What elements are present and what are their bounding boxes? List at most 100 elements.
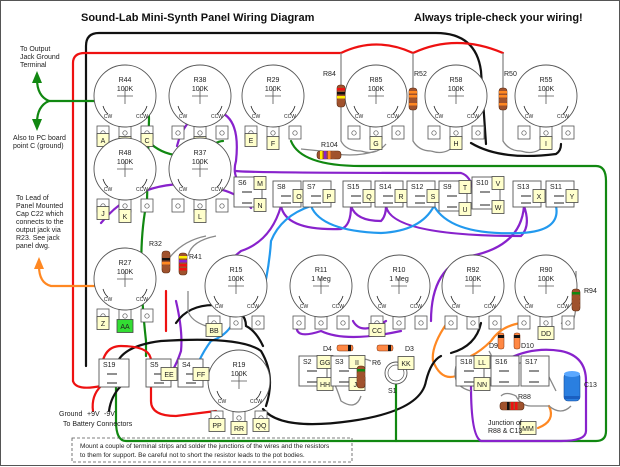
svg-text:To Battery Connectors: To Battery Connectors bbox=[63, 421, 133, 428]
svg-text:Q: Q bbox=[366, 194, 372, 201]
svg-text:CW: CW bbox=[179, 187, 188, 193]
svg-text:R50: R50 bbox=[504, 71, 517, 78]
arrow-down-icon bbox=[32, 119, 42, 131]
svg-text:L: L bbox=[198, 214, 202, 221]
svg-text:D9: D9 bbox=[489, 343, 498, 350]
switch-id: S18 bbox=[460, 359, 473, 366]
svg-text:output jack via: output jack via bbox=[16, 227, 61, 234]
wire-red-plus9 bbox=[91, 384, 103, 413]
svg-text:panel dwg.: panel dwg. bbox=[16, 243, 50, 250]
terminal-label: S bbox=[426, 189, 440, 203]
svg-text:R84: R84 bbox=[323, 71, 336, 78]
svg-text:U: U bbox=[462, 207, 467, 214]
svg-text:R94: R94 bbox=[584, 288, 597, 295]
svg-text:V: V bbox=[496, 181, 501, 188]
footer-box bbox=[71, 437, 353, 463]
svg-text:S: S bbox=[431, 194, 436, 201]
terminal-label: N bbox=[253, 198, 267, 212]
terminal-label: P bbox=[322, 189, 336, 203]
svg-text:PP: PP bbox=[212, 423, 222, 430]
arrow-up-icon bbox=[32, 71, 42, 83]
terminal-label: C bbox=[140, 133, 154, 147]
svg-text:CC: CC bbox=[372, 328, 382, 335]
switch-id: S9 bbox=[443, 184, 452, 191]
terminal-label: LL bbox=[473, 355, 491, 369]
wire-black-r92 bbox=[449, 321, 483, 355]
svg-text:KK: KK bbox=[401, 361, 411, 368]
terminal-label: PP bbox=[208, 418, 226, 432]
switch-id: S8 bbox=[277, 184, 286, 191]
svg-text:CCW: CCW bbox=[211, 187, 223, 193]
switch-id: S2 bbox=[303, 359, 312, 366]
svg-text:G: G bbox=[373, 141, 378, 148]
svg-text:GG: GG bbox=[320, 360, 331, 367]
svg-text:CW: CW bbox=[435, 114, 444, 120]
svg-text:CW: CW bbox=[378, 304, 387, 310]
svg-text:Ground: Ground bbox=[59, 411, 82, 418]
svg-text:CW: CW bbox=[300, 304, 309, 310]
wire-blue-s7 bbox=[309, 204, 436, 235]
svg-text:AA: AA bbox=[120, 324, 130, 331]
svg-text:K: K bbox=[123, 214, 128, 221]
svg-text:FF: FF bbox=[197, 372, 206, 379]
terminal-label: Q bbox=[362, 189, 376, 203]
pot-id: R27 bbox=[119, 260, 132, 267]
svg-text:R6: R6 bbox=[372, 360, 381, 367]
pot-value: 100K bbox=[228, 276, 245, 283]
note-footer: Mount a couple of terminal strips and so… bbox=[71, 437, 353, 463]
resistor-r50: R50 bbox=[498, 71, 517, 111]
svg-text:MM: MM bbox=[522, 426, 534, 433]
pot-id: R19 bbox=[233, 362, 246, 369]
pot-value: 1 Meg bbox=[311, 276, 331, 283]
pot-value: 100K bbox=[538, 276, 555, 283]
svg-text:R23. See jack: R23. See jack bbox=[16, 235, 60, 242]
terminal-label: U bbox=[458, 202, 472, 216]
terminal-label: L bbox=[193, 209, 207, 223]
resistor-r94: R94 bbox=[571, 288, 597, 312]
terminal-label: Z bbox=[96, 316, 110, 330]
pot-value: 100K bbox=[117, 269, 134, 276]
switch-id: S5 bbox=[150, 362, 159, 369]
svg-text:Terminal: Terminal bbox=[20, 62, 47, 69]
svg-text:to them for support. Be carefu: to them for support. Be careful not to s… bbox=[80, 452, 305, 459]
switch-id: S19 bbox=[103, 362, 116, 369]
svg-text:R88: R88 bbox=[518, 394, 531, 401]
svg-text:CCW: CCW bbox=[387, 114, 399, 120]
svg-text:J: J bbox=[101, 211, 105, 218]
svg-text:M: M bbox=[257, 181, 263, 188]
svg-text:point C (ground): point C (ground) bbox=[13, 143, 64, 150]
wire-orange-r92 bbox=[431, 321, 458, 379]
wire-red-s19 bbox=[71, 379, 103, 389]
terminal-label: KK bbox=[397, 356, 415, 370]
wire-purple-switches bbox=[279, 204, 528, 238]
pot-id: R58 bbox=[450, 77, 463, 84]
svg-text:W: W bbox=[495, 205, 502, 212]
resistor-r32: R32 bbox=[149, 241, 171, 274]
diode-d10: D10 bbox=[513, 332, 534, 350]
resistor-r6: R6 bbox=[356, 360, 381, 389]
terminal-label: BB bbox=[205, 323, 223, 337]
terminal-label: RR bbox=[230, 421, 248, 435]
svg-text:CCW: CCW bbox=[484, 304, 496, 310]
terminal-label: MM bbox=[519, 421, 537, 435]
svg-text:BB: BB bbox=[209, 328, 219, 335]
diode-d4: D4 bbox=[323, 344, 354, 353]
pot-id: R55 bbox=[540, 77, 553, 84]
svg-text:A: A bbox=[101, 138, 106, 145]
svg-text:Also to PC board: Also to PC board bbox=[13, 135, 66, 142]
terminal-label: CC bbox=[368, 323, 386, 337]
pot-value: 100K bbox=[368, 86, 385, 93]
pot-id: R90 bbox=[540, 267, 553, 274]
pot-value: 100K bbox=[192, 86, 209, 93]
svg-text:CW: CW bbox=[525, 114, 534, 120]
pot-value: 100K bbox=[192, 159, 209, 166]
terminal-label: M bbox=[253, 176, 267, 190]
